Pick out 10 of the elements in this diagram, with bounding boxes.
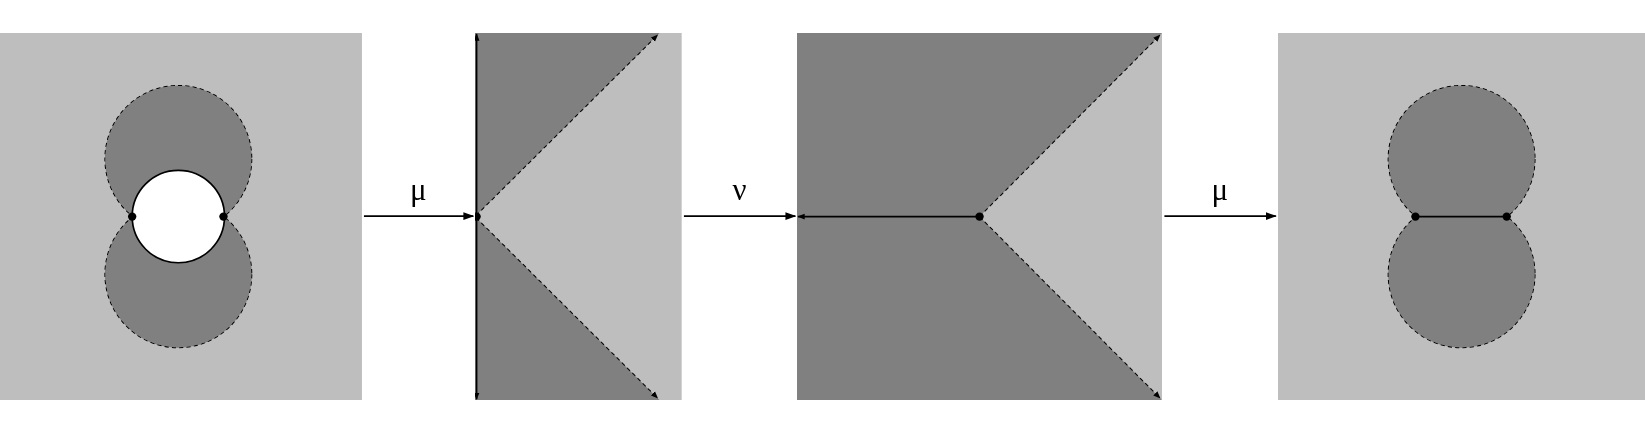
region-drawing — [475, 32, 682, 400]
arrow — [683, 212, 797, 220]
arrow — [363, 212, 475, 220]
region-drawing — [797, 32, 1163, 400]
region-drawing — [1277, 32, 1645, 400]
region-drawing — [0, 32, 362, 400]
edge-label: ν — [732, 174, 747, 206]
edge-label: μ — [1211, 174, 1229, 206]
arrow — [1163, 212, 1277, 220]
edge-label: μ — [410, 174, 427, 206]
